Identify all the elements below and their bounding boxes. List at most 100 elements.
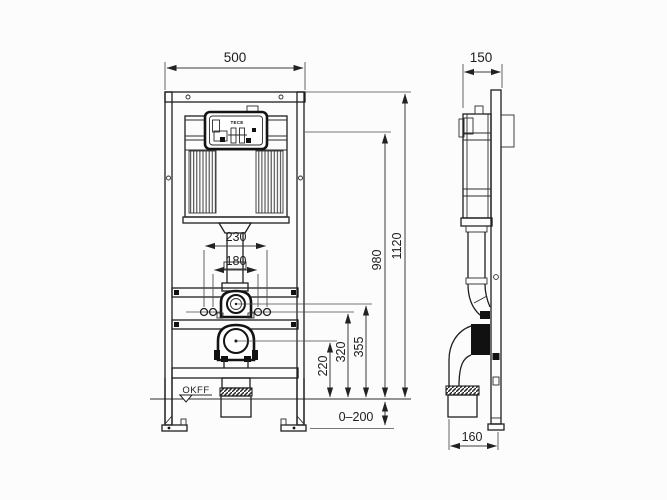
elbow-outer [467,283,481,316]
fixing-hole [208,307,218,317]
outlet-assembly [214,323,258,368]
flush-funnel [217,222,253,234]
foot-bolt [292,426,296,430]
adjustable-feet [161,378,307,432]
dim-outlet-offset: 160 [448,419,499,450]
access-panel: TECE [203,110,269,151]
ribbed-panel-left [188,150,217,214]
push-rod [230,127,237,144]
side-flush-pipe [465,225,491,319]
push-rod [239,127,245,144]
valve-part [212,119,220,133]
outlet-lug [221,356,228,362]
right-foot-plate [280,424,307,432]
rail-bolt [174,322,179,327]
cistern: TECE [182,105,290,224]
leg-clamp [164,415,173,425]
fill-valve-cap-side [474,105,484,115]
dim-fixing-outer-value: 230 [226,230,247,244]
side-outlet-bend [445,324,490,418]
floor-level-label: OKFF [182,385,209,396]
rail-bolt [291,322,296,327]
dim-panel-center-height: 980 [370,133,389,398]
floor-marker: OKFF [178,385,212,403]
wall-bracket [500,114,515,148]
dim-frame-width-value: 500 [224,50,247,65]
side-view: 150 160 [445,50,515,450]
inlet-part [463,117,474,135]
front-view: TECE [150,50,411,432]
dim-outlet-offset-value: 160 [462,430,483,444]
fitting-dot [220,137,225,142]
upright-hole [166,175,171,181]
foot-tab [180,418,187,426]
level-triangle-icon [178,394,194,403]
socket-seal-ring [445,385,480,396]
left-foot-plate [161,424,188,432]
screw-hole [278,94,284,100]
elbow-adapter [480,311,490,319]
sleeve-seal-ring [219,387,253,397]
outlet-sleeve [219,377,253,418]
side-rail [490,89,502,425]
housing-foot [216,312,224,319]
bottom-rail [171,367,299,379]
dim-foot-adjustment-value: 0–200 [339,410,374,424]
dim-fixing-height: 320 [334,313,352,398]
dim-fixing-height-value: 320 [334,342,348,363]
dim-fixing-span-inner: 180 [212,254,259,307]
dim-outlet-height: 220 [316,342,334,398]
dim-frame-width: 500 [164,50,306,90]
fixing-hole [262,307,272,317]
dim-fixing-span-outer: 230 [203,230,268,307]
outlet-lug [214,350,220,360]
left-upright [164,91,173,426]
dim-foot-adjustment: 0–200 [310,401,394,429]
dim-frame-depth: 150 [462,50,503,108]
dim-flush-bend-height-value: 355 [352,337,366,358]
rail-bolt [492,353,500,360]
foot-tab [280,418,287,426]
screw-hole [185,94,191,100]
fitting-dot [252,128,256,132]
fixing-hole [199,307,209,317]
upright-hole [298,175,303,181]
side-foot-plate [487,423,505,431]
cross-rails [171,287,354,330]
pipe-coupling [465,277,488,285]
outlet-lug [244,356,251,362]
pipe-coupling [465,225,488,233]
fixing-hole [253,307,263,317]
rail-bolt [291,290,296,295]
elbow-inner [484,283,491,308]
ribbed-panel-right [255,150,284,214]
outlet-connector [471,324,490,355]
elbow-seam [473,295,488,304]
brand-label: TECE [230,120,243,125]
dim-fixing-inner-value: 180 [226,254,247,268]
dim-flush-bend-height: 355 [352,305,370,398]
fixing-points [199,307,272,317]
rail-screw [493,274,499,280]
dim-frame-height: 1120 [390,93,409,398]
side-bottom-flange [460,217,493,227]
dim-frame-height-value: 1120 [390,233,404,260]
bend-inner [458,354,472,387]
access-panel-inner [209,115,263,146]
rail-bolt [174,290,179,295]
side-frame [487,89,515,431]
dim-panel-center-height-value: 980 [370,250,384,271]
foot-bolt [167,426,171,430]
leg-clamp [296,415,305,425]
outlet-lug [252,350,258,360]
fitting-dot [246,138,251,143]
dim-outlet-height-value: 220 [316,356,330,377]
dim-frame-depth-value: 150 [470,50,493,65]
outlet-socket [447,394,478,418]
sleeve-upper [221,377,251,389]
housing-foot [247,312,255,319]
sleeve-lower [220,395,252,418]
side-cistern [458,105,493,227]
bend-outer [448,325,472,386]
